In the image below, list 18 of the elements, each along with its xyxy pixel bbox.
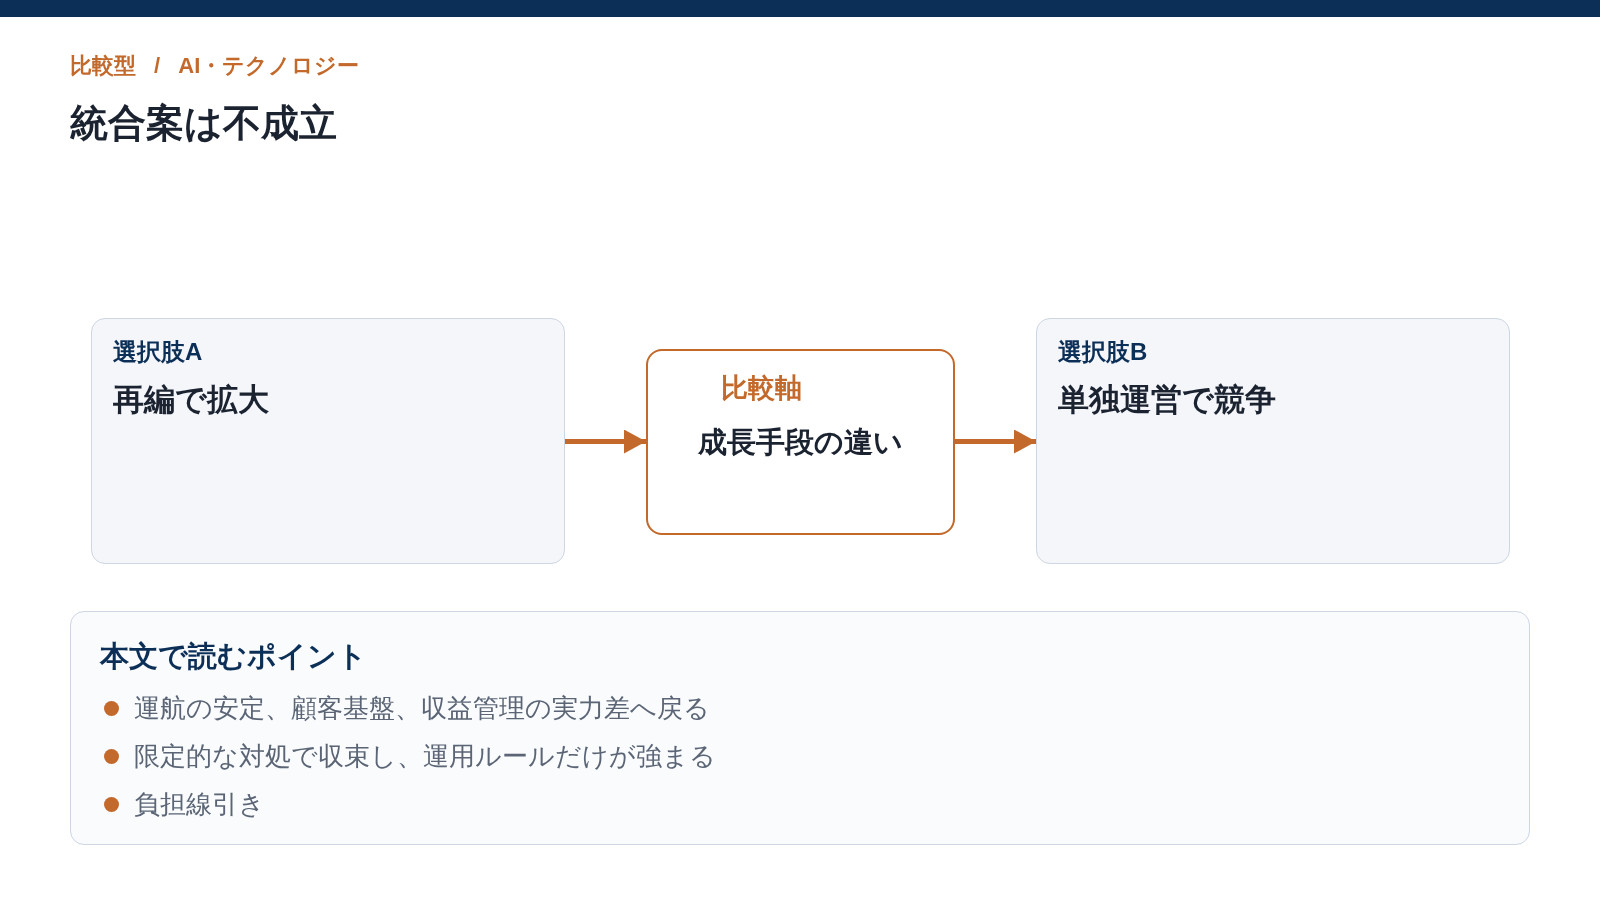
bullet-text: 運航の安定、顧客基盤、収益管理の実力差へ戻る	[134, 692, 710, 724]
option-heading: 単独運営で競争	[1058, 381, 1276, 419]
arrow	[955, 429, 1036, 454]
category-label: 比較型 / AI・テクノロジー	[70, 52, 360, 80]
section-heading: 本文で読むポイント	[100, 639, 367, 674]
option-label: 選択肢B	[1058, 337, 1148, 367]
axis-label: 比較軸	[721, 372, 802, 405]
page-title: 統合案は不成立	[70, 101, 337, 146]
points-panel	[70, 611, 1530, 845]
axis-heading: 成長手段の違い	[697, 425, 904, 460]
option-card	[1036, 318, 1510, 564]
option-label: 選択肢A	[113, 337, 203, 367]
option-heading: 再編で拡大	[113, 381, 269, 419]
arrow	[565, 429, 646, 454]
bullet-text: 負担線引き	[134, 788, 265, 820]
option-card	[91, 318, 565, 564]
bullet-text: 限定的な対処で収束し、運用ルールだけが強まる	[134, 740, 716, 772]
comparison-box	[646, 349, 955, 535]
